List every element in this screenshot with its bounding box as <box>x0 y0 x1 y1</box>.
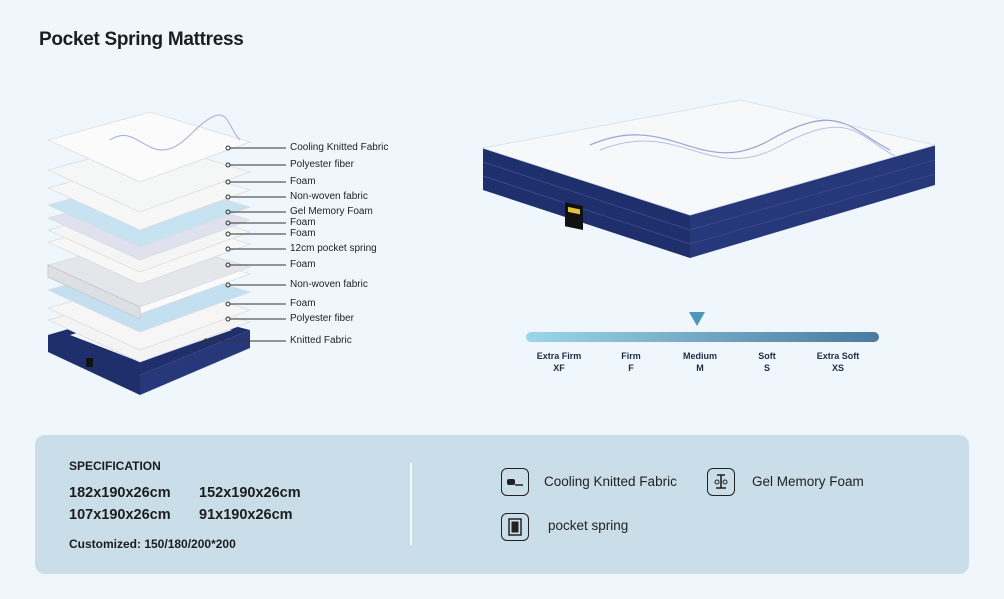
layer-label: 12cm pocket spring <box>290 243 377 254</box>
mattress-image <box>482 99 936 258</box>
layer-label: Foam <box>290 298 316 309</box>
firmness-code: XS <box>831 363 844 373</box>
firmness-name: Medium <box>682 351 717 361</box>
layer-label: Foam <box>290 217 316 228</box>
layer-label: Foam <box>290 176 316 187</box>
layer-label: Gel Memory Foam <box>290 206 373 217</box>
firmness-name: Extra Soft <box>816 351 860 361</box>
size-option: 107x190x26cm <box>69 507 171 523</box>
fabric-icon <box>501 468 529 496</box>
layer-label: Non-woven fabric <box>290 191 368 202</box>
firmness-scale <box>526 332 879 342</box>
layer-label: Knitted Fabric <box>290 335 352 346</box>
size-option: 182x190x26cm <box>69 485 171 501</box>
gel-foam-icon <box>707 468 735 496</box>
size-option: 91x190x26cm <box>199 507 293 523</box>
spec-heading: SPECIFICATION <box>69 459 161 473</box>
specification-panel <box>35 435 969 574</box>
firmness-name: Firm <box>621 351 641 361</box>
layer-label: Non-woven fabric <box>290 279 368 290</box>
firmness-name: Soft <box>758 351 776 361</box>
divider <box>410 463 412 545</box>
firmness-code: S <box>763 363 770 373</box>
firmness-code: F <box>628 363 634 373</box>
firmness-name: Extra Firm <box>536 351 582 361</box>
layer-shape <box>46 111 252 183</box>
layer-label: Polyester fiber <box>290 313 354 324</box>
size-option: 152x190x26cm <box>199 485 301 501</box>
firmness-code: XF <box>553 363 565 373</box>
firmness-code: M <box>696 363 704 373</box>
firmness-pointer <box>689 312 705 326</box>
feature-label: Cooling Knitted Fabric <box>544 474 677 489</box>
pocket-spring-icon <box>501 513 529 541</box>
feature-label: Gel Memory Foam <box>752 474 864 489</box>
customized-sizes: Customized: 150/180/200*200 <box>69 537 236 551</box>
feature-label: pocket spring <box>548 518 629 533</box>
page-title: Pocket Spring Mattress <box>39 29 244 50</box>
layer-label: Cooling Knitted Fabric <box>290 142 389 153</box>
layer-label: Foam <box>290 259 316 270</box>
layer-diagram <box>46 111 286 395</box>
layer-label: Polyester fiber <box>290 159 354 170</box>
layer-label: Foam <box>290 228 316 239</box>
